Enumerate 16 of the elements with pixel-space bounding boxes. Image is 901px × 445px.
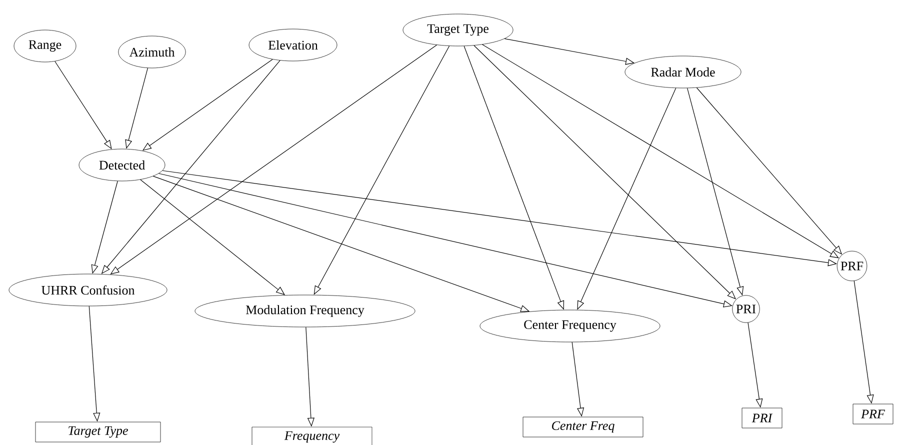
box-node: Center Freq — [522, 416, 644, 438]
box-node: Frequency — [252, 426, 372, 445]
ellipse-node: Center Frequency — [480, 310, 660, 342]
ellipse-node: Detected — [78, 148, 166, 182]
ellipse-node: Azimuth — [118, 36, 186, 68]
ellipse-node: Elevation — [248, 28, 338, 62]
ellipse-node: Range — [14, 30, 76, 62]
box-node: PRF — [852, 404, 894, 424]
box-node: PRI — [742, 408, 782, 428]
ellipse-node: Modulation Frequency — [194, 294, 416, 328]
box-node: Target Type — [35, 422, 161, 442]
ellipse-node: Radar Mode — [624, 56, 742, 88]
circle-node: PRI — [732, 295, 760, 323]
circle-node: PRF — [836, 250, 868, 282]
ellipse-node: Target Type — [402, 14, 514, 46]
ellipse-node: UHRR Confusion — [8, 274, 168, 306]
